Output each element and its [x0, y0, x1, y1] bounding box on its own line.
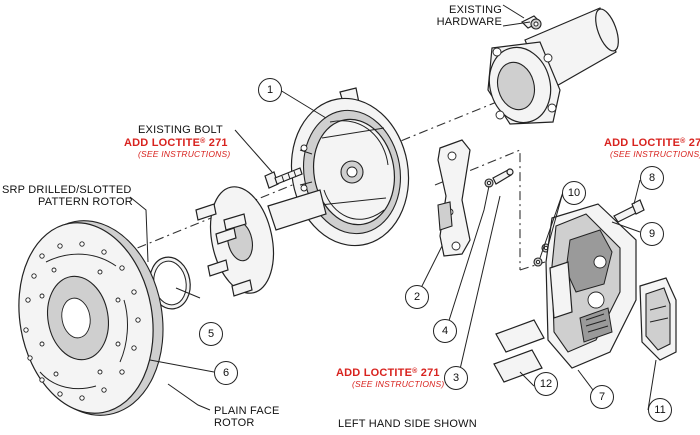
loctite-note-bolt: ADD LOCTITE® 271 (SEE INSTRUCTIONS) [124, 137, 231, 159]
brake-pad [639, 277, 677, 361]
callout-6: 6 [214, 361, 238, 385]
left-hand-side-shown-label: LEFT HAND SIDE SHOWN [338, 418, 477, 430]
axle-housing-tube [487, 7, 619, 125]
existing-bolt-label: EXISTING BOLT [138, 124, 223, 136]
caliper-shims [493, 319, 545, 383]
callout-12: 12 [534, 372, 558, 396]
drilled-slotted-rotor [18, 220, 164, 416]
caliper-mounting-bracket [437, 139, 471, 257]
retaining-ring [149, 256, 191, 310]
srp-rotor-label: SRP DRILLED/SLOTTED PATTERN ROTOR [2, 184, 133, 208]
loctite-note-bracket: ADD LOCTITE® 271 (SEE INSTRUCTIONS) [336, 367, 445, 389]
loctite-note-caliper: ADD LOCTITE® 271 (SEE INSTRUCTIONS) [604, 137, 700, 159]
callout-10: 10 [562, 181, 586, 205]
rotor-drill-holes [23, 241, 141, 401]
existing-bolt [264, 167, 303, 189]
callout-3: 3 [444, 366, 468, 390]
bracket-bolts [484, 168, 514, 188]
callout-4: 4 [433, 319, 457, 343]
leader-lines [129, 89, 657, 411]
existing-hardware-nuts [502, 4, 542, 30]
axle-shaft-hub [195, 186, 327, 297]
callout-8: 8 [640, 166, 664, 190]
plain-face-rotor-label: PLAIN FACE ROTOR [214, 405, 280, 429]
callout-1: 1 [258, 78, 282, 102]
existing-hardware-label: EXISTING HARDWARE [436, 4, 502, 28]
callout-2: 2 [405, 285, 429, 309]
callout-9: 9 [640, 222, 664, 246]
callout-7: 7 [590, 385, 614, 409]
callout-11: 11 [648, 398, 672, 422]
brake-caliper [545, 203, 637, 369]
callout-5: 5 [199, 322, 223, 346]
